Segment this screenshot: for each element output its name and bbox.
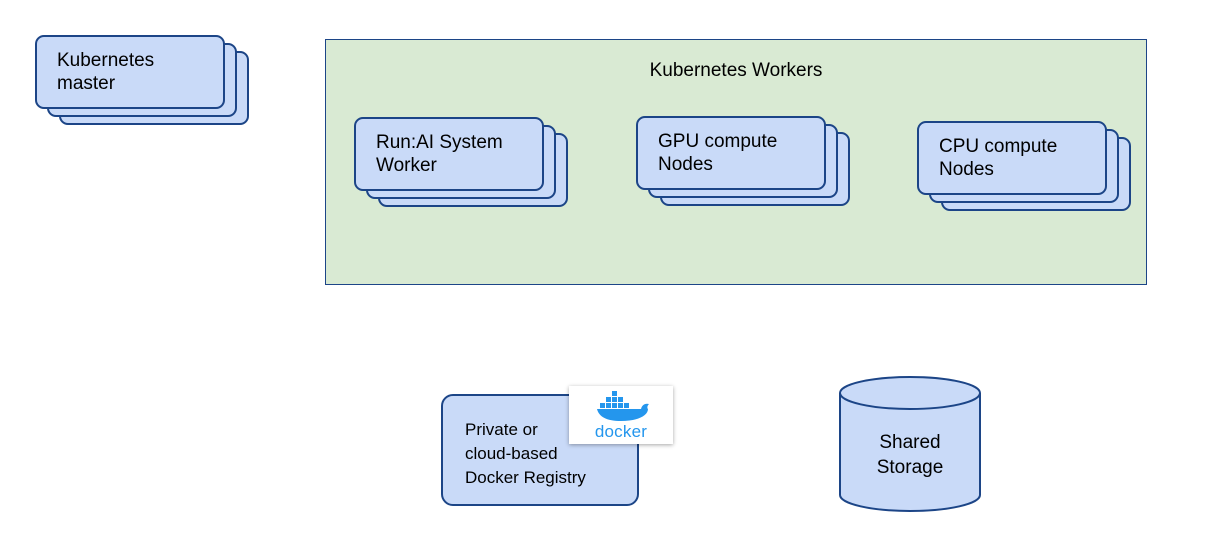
storage-cylinder-icon: [839, 376, 981, 512]
gpu-compute-nodes-node: GPU compute Nodes: [636, 116, 826, 190]
gpu-compute-nodes-label: GPU compute Nodes: [658, 131, 778, 175]
cpu-compute-nodes-label: CPU compute Nodes: [939, 136, 1058, 180]
kubernetes-master-stack: Kubernetes master: [35, 35, 249, 127]
cpu-compute-nodes-node: CPU compute Nodes: [917, 121, 1107, 195]
docker-registry-label: Private or cloud-based Docker Registry: [465, 420, 586, 487]
shared-storage: Shared Storage: [838, 375, 982, 513]
docker-wordmark: docker: [594, 422, 648, 441]
gpu-compute-nodes-stack: GPU compute Nodes: [636, 116, 850, 208]
shared-storage-label: Shared Storage: [876, 432, 944, 478]
kubernetes-master-label: Kubernetes master: [57, 50, 155, 94]
cpu-compute-nodes-stack: CPU compute Nodes: [917, 121, 1131, 213]
docker-logo: docker: [569, 386, 673, 444]
docker-whale-icon: [597, 391, 649, 421]
runai-system-worker-label: Run:AI System Worker: [376, 132, 503, 176]
kubernetes-master-node: Kubernetes master: [35, 35, 225, 109]
runai-system-worker-node: Run:AI System Worker: [354, 117, 544, 191]
runai-system-worker-stack: Run:AI System Worker: [354, 117, 568, 209]
workers-title: Kubernetes Workers: [649, 60, 823, 81]
